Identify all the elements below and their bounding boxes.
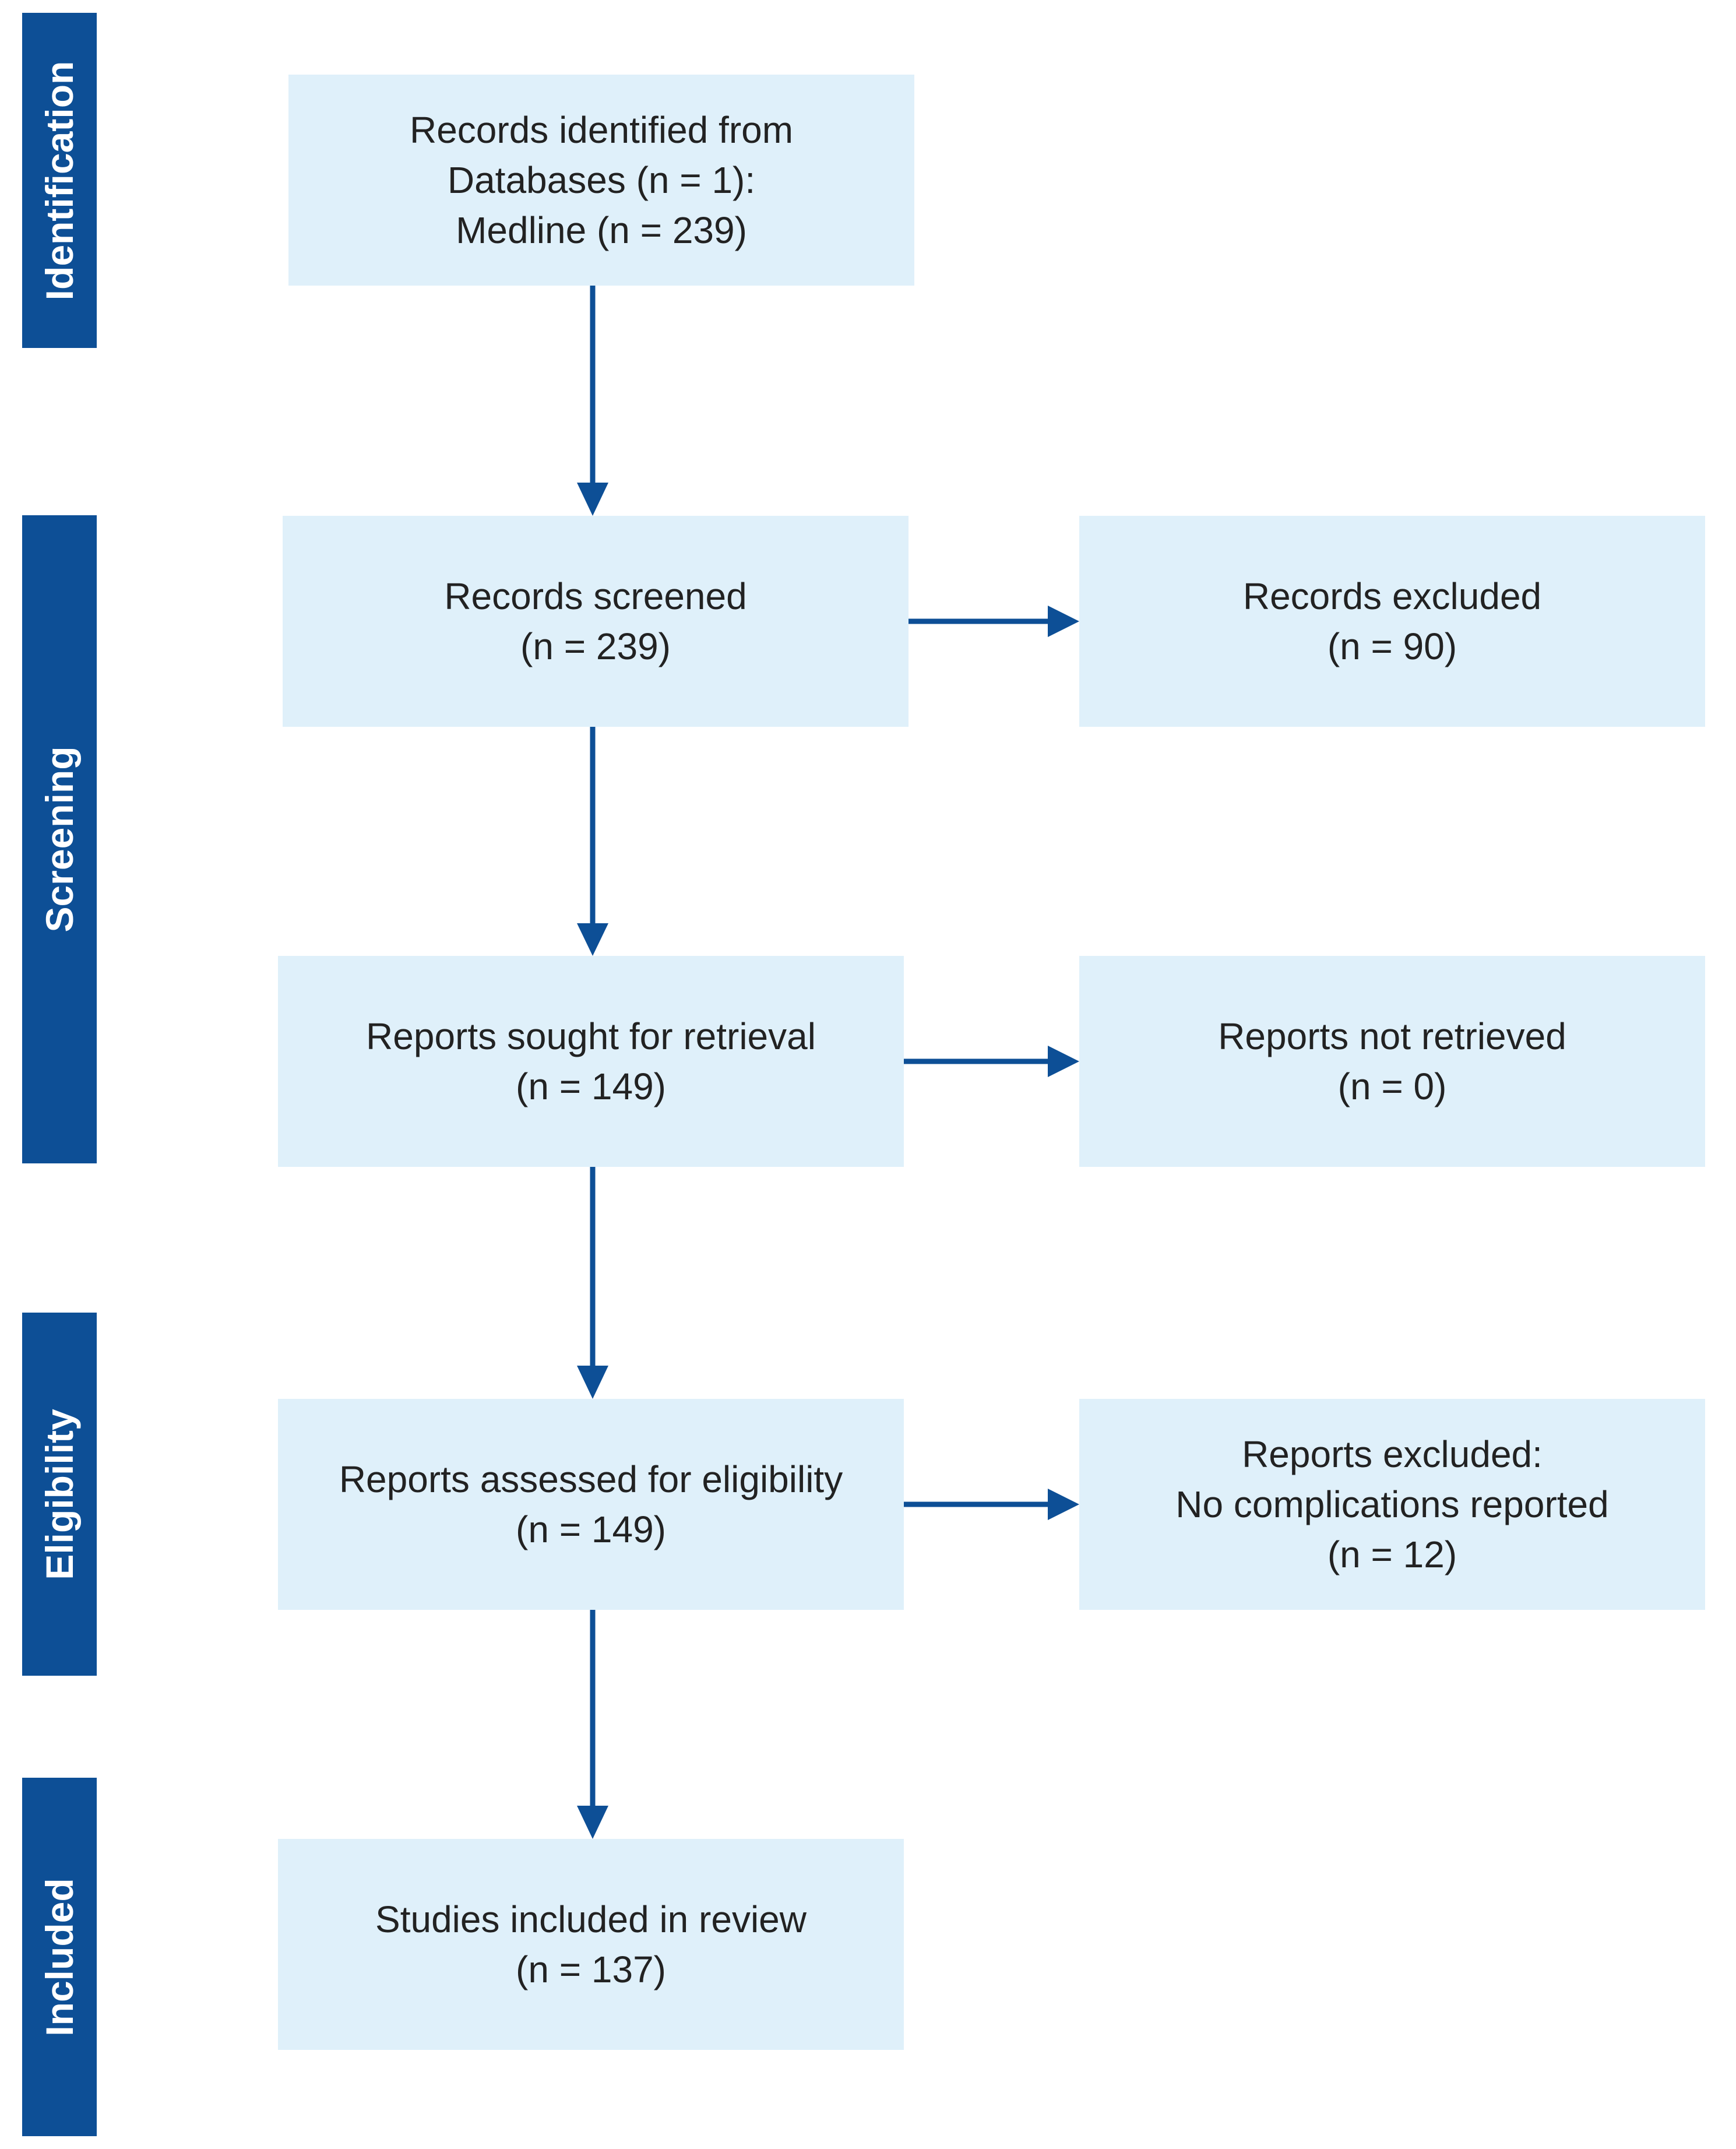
stage-bar-eligibility: Eligibility	[22, 1313, 97, 1676]
reports-sought-line2: (n = 149)	[516, 1065, 666, 1107]
studies-included-line1: Studies included in review	[375, 1898, 807, 1940]
arrowhead-down-1	[577, 483, 608, 516]
box-reports-not-retrieved: Reports not retrieved (n = 0)	[1079, 956, 1705, 1167]
records-excluded-line1: Records excluded	[1242, 575, 1542, 617]
reports-excluded-line1: Reports excluded:	[1242, 1433, 1543, 1475]
records-screened-line2: (n = 239)	[520, 625, 671, 667]
studies-included-line2: (n = 137)	[516, 1948, 666, 1990]
records-screened-line1: Records screened	[444, 575, 747, 617]
stage-bar-identification: Identification	[22, 13, 97, 348]
box-records-identified: Records identified from Databases (n = 1…	[288, 75, 914, 286]
reports-assessed-line1: Reports assessed for eligibility	[339, 1458, 843, 1500]
box-reports-assessed: Reports assessed for eligibility (n = 14…	[278, 1399, 904, 1610]
reports-assessed-line2: (n = 149)	[516, 1508, 666, 1550]
reports-sought-line1: Reports sought for retrieval	[366, 1015, 816, 1057]
arrowhead-right-2	[1048, 1046, 1079, 1077]
reports-excluded-line2: No complications reported	[1175, 1483, 1609, 1525]
records-identified-line2: Databases (n = 1):	[447, 159, 756, 201]
arrowhead-down-3	[577, 1366, 608, 1399]
box-studies-included: Studies included in review (n = 137)	[278, 1839, 904, 2050]
box-records-screened: Records screened (n = 239)	[283, 516, 909, 727]
records-excluded-line2: (n = 90)	[1327, 625, 1457, 667]
arrowhead-down-2	[577, 923, 608, 956]
arrowhead-down-4	[577, 1806, 608, 1839]
box-reports-excluded: Reports excluded: No complications repor…	[1079, 1399, 1705, 1610]
reports-not-retrieved-line2: (n = 0)	[1337, 1065, 1447, 1107]
stage-bar-included: Included	[22, 1778, 97, 2136]
box-reports-sought: Reports sought for retrieval (n = 149)	[278, 956, 904, 1167]
records-identified-line3: Medline (n = 239)	[456, 209, 747, 251]
reports-excluded-line3: (n = 12)	[1327, 1534, 1457, 1575]
stage-bar-screening: Screening	[22, 515, 97, 1163]
arrowhead-right-3	[1048, 1489, 1079, 1520]
reports-not-retrieved-line1: Reports not retrieved	[1218, 1015, 1566, 1057]
records-identified-line1: Records identified from	[409, 109, 794, 151]
arrowhead-right-1	[1048, 606, 1079, 637]
box-records-excluded: Records excluded (n = 90)	[1079, 516, 1705, 727]
